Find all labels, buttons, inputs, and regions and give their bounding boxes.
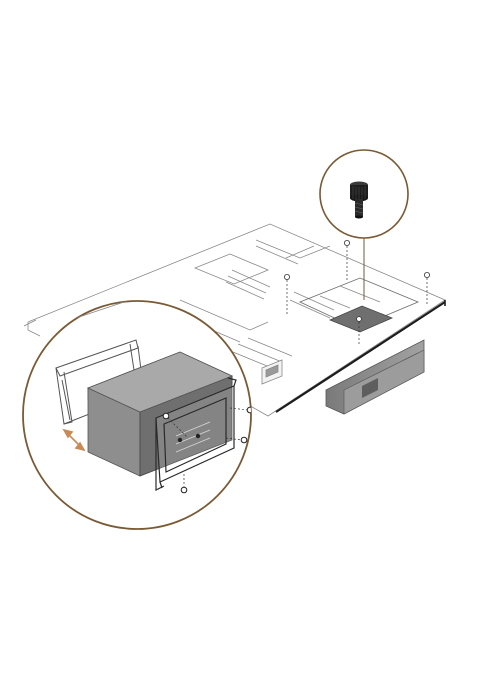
thumbscrew-detail-callout	[320, 150, 408, 300]
screw-icon	[196, 434, 200, 438]
psu-bracket-detail-callout	[23, 290, 253, 529]
screw-icon	[178, 438, 182, 442]
screw-icon	[241, 437, 247, 443]
screw-icon	[344, 240, 349, 245]
screw-icon	[181, 487, 187, 493]
screw-icon	[424, 272, 429, 277]
screw-icon	[247, 407, 253, 413]
screw-icon	[357, 317, 362, 322]
screw-icon	[163, 413, 169, 419]
power-supply-unit	[326, 340, 424, 414]
screw-icon	[284, 274, 289, 279]
